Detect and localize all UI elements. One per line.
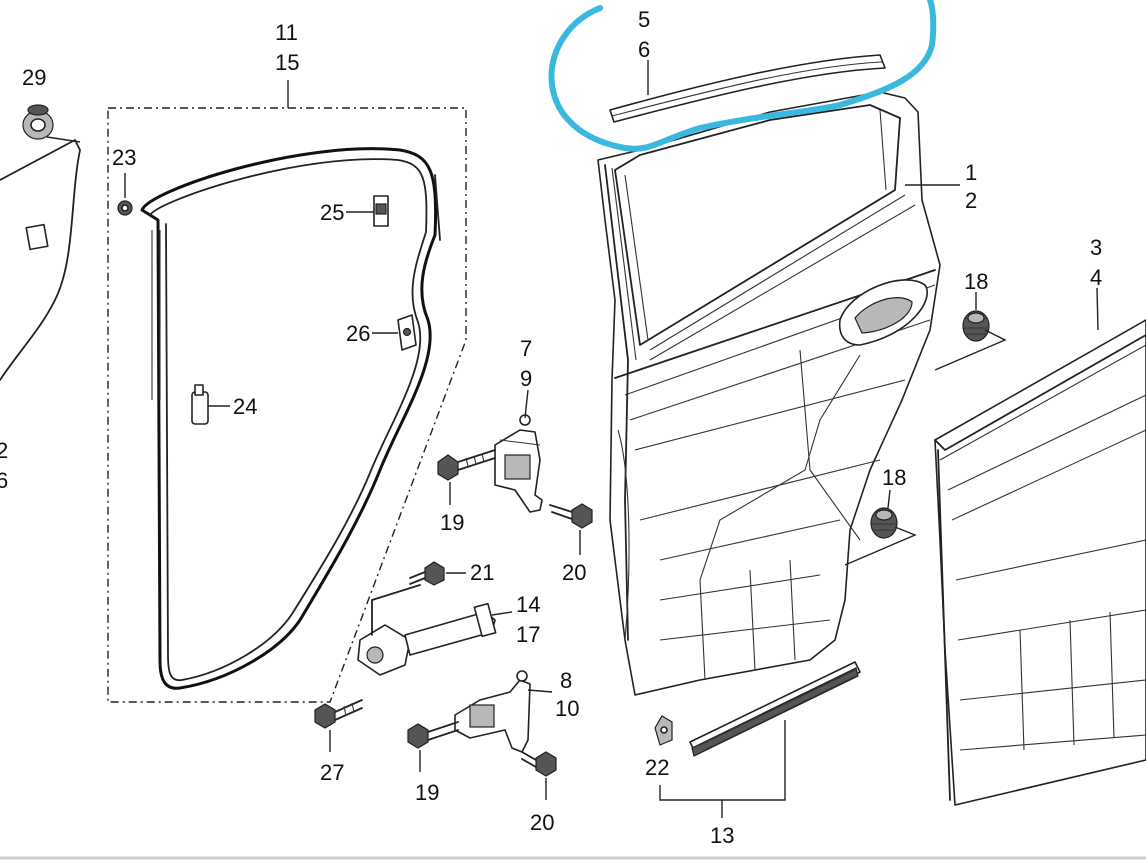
- part-1-2-rear-door: [597, 91, 941, 696]
- callout-4: 4: [1090, 265, 1102, 290]
- part-21-bolt: [409, 561, 445, 586]
- callout-15: 15: [275, 50, 299, 75]
- part-7-9-upper-hinge: [494, 414, 543, 513]
- part-23-clip: [117, 200, 133, 216]
- callout-13: 13: [710, 823, 734, 848]
- part-27-bolt: [314, 699, 363, 729]
- callout-5: 5: [638, 7, 650, 32]
- part-13-lower-molding: [689, 661, 861, 757]
- callout-19-bottom: 19: [415, 780, 439, 805]
- part-20-bolt-lower: [521, 751, 557, 777]
- part-20-bolt-upper: [549, 503, 593, 529]
- callout-17: 17: [516, 622, 540, 647]
- callout-3: 3: [1090, 235, 1102, 260]
- part-26-clip: [397, 314, 417, 351]
- callout-6: 6: [638, 37, 650, 62]
- callout-10: 10: [555, 696, 579, 721]
- highlight-annotation-circle: [548, 0, 937, 152]
- part-8-10-lower-hinge: [454, 670, 531, 753]
- callout-2: 2: [965, 188, 977, 213]
- part-3-4-door-skin: [934, 319, 1146, 806]
- callout-27: 27: [320, 760, 344, 785]
- callout-6-left: 6: [0, 468, 8, 493]
- callout-14: 14: [516, 592, 540, 617]
- callout-1: 1: [965, 160, 977, 185]
- part-18-clip-top: [962, 310, 990, 342]
- part-29-plug: [22, 104, 54, 140]
- callout-24: 24: [233, 394, 257, 419]
- callout-7: 7: [520, 336, 532, 361]
- callout-18-top: 18: [964, 269, 988, 294]
- callout-20-top: 20: [562, 560, 586, 585]
- callout-21: 21: [470, 560, 494, 585]
- door-weatherstrip-seal: [140, 147, 441, 690]
- callout-23: 23: [112, 145, 136, 170]
- part-14-17-door-checker: [357, 584, 497, 676]
- part-24-clip: [191, 384, 209, 425]
- callout-19-top: 19: [440, 510, 464, 535]
- left-trim-panel-partial: [0, 136, 81, 381]
- weatherstrip-group-outline: [107, 80, 467, 703]
- part-19-bolt-lower: [407, 721, 459, 749]
- callout-22: 22: [645, 755, 669, 780]
- callout-26: 26: [346, 321, 370, 346]
- callout-9: 9: [520, 366, 532, 391]
- callout-18-middle: 18: [882, 465, 906, 490]
- callout-8: 8: [560, 668, 572, 693]
- callout-29: 29: [22, 65, 46, 90]
- callout-25: 25: [320, 200, 344, 225]
- part-18-clip-middle: [870, 507, 898, 539]
- part-19-bolt-upper: [437, 449, 496, 481]
- part-22-clip: [654, 715, 673, 746]
- callout-20-bottom: 20: [530, 810, 554, 835]
- callout-2-left: 2: [0, 438, 8, 463]
- part-5-6-sash-molding: [609, 54, 886, 123]
- part-25-clip: [373, 195, 389, 227]
- callout-11: 11: [275, 20, 298, 45]
